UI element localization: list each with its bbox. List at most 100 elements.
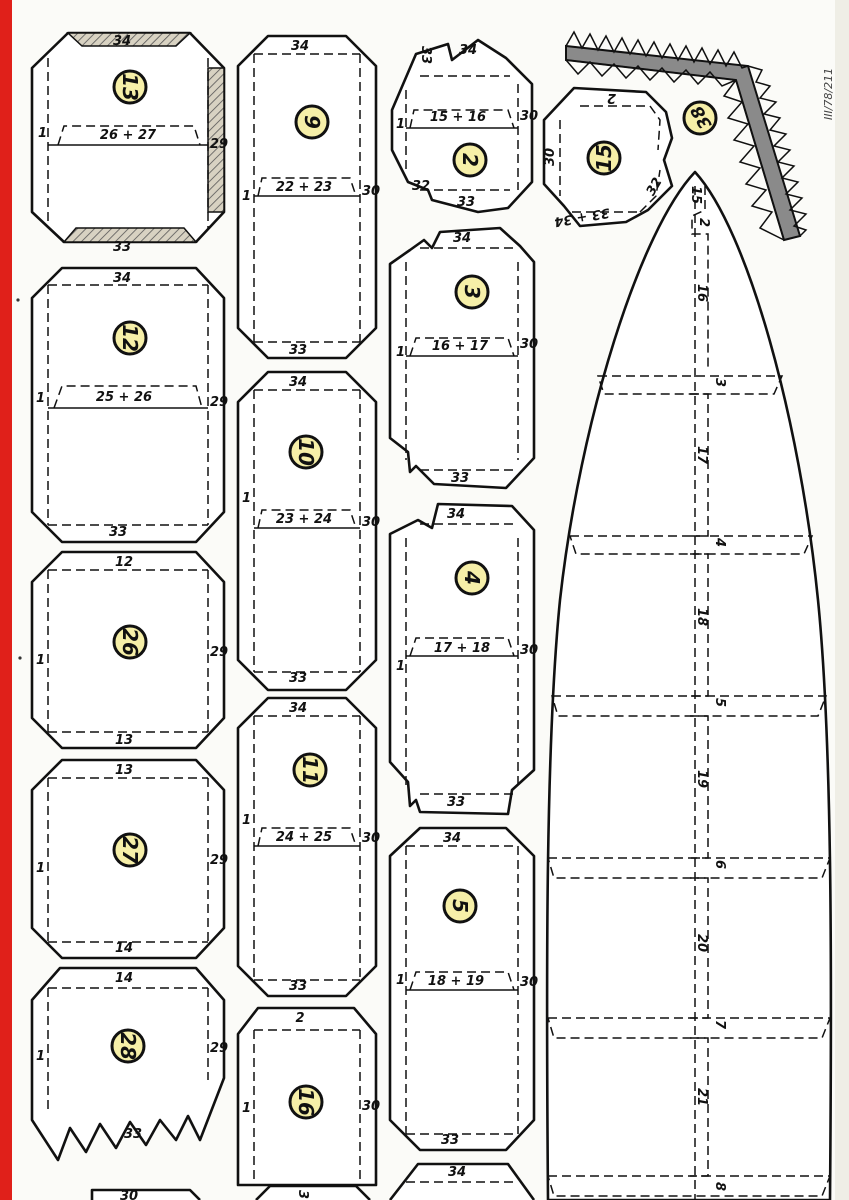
svg-text:29: 29 [210,645,228,660]
svg-text:34: 34 [443,831,461,846]
piece-12: 12 34 25 + 26 1 29 33 [30,266,228,544]
svg-text:30: 30 [520,975,538,990]
svg-text:33: 33 [457,195,475,210]
svg-text:24 + 25: 24 + 25 [276,830,332,845]
svg-text:8: 8 [712,1182,727,1191]
sheet-code: III/78/211 [822,68,835,120]
svg-text:30: 30 [362,831,380,846]
svg-text:1: 1 [396,973,405,988]
svg-text:9: 9 [300,115,324,129]
svg-text:14: 14 [115,941,133,956]
svg-text:29: 29 [210,853,228,868]
svg-text:1: 1 [36,391,45,406]
svg-text:2: 2 [696,218,711,227]
svg-text:30: 30 [520,109,538,124]
svg-text:26: 26 [118,628,142,656]
svg-text:2: 2 [607,90,616,105]
piece-3: 3 34 16 + 17 1 30 33 [388,226,538,490]
svg-text:34: 34 [448,1165,466,1180]
piece-9: 9 34 22 + 23 1 30 33 [236,34,380,360]
svg-text:14: 14 [115,971,133,986]
svg-text:1: 1 [396,345,405,360]
svg-text:33: 33 [113,240,131,255]
svg-text:33: 33 [418,46,433,64]
svg-text:4: 4 [712,537,727,547]
svg-text:33: 33 [447,795,465,810]
svg-text:1: 1 [242,491,251,506]
svg-text:4: 4 [460,570,484,585]
svg-text:25 + 26: 25 + 26 [96,390,152,405]
svg-text:30: 30 [520,643,538,658]
svg-text:3: 3 [295,1190,310,1199]
svg-text:21: 21 [694,1088,709,1106]
svg-text:34: 34 [113,34,131,49]
piece-15: 15 2 30 32 33 + 34 [542,86,674,229]
svg-text:1: 1 [242,1101,251,1116]
svg-text:12: 12 [118,324,142,352]
svg-text:15 + 16: 15 + 16 [430,110,486,125]
svg-text:20: 20 [694,934,709,952]
svg-text:1: 1 [36,1049,45,1064]
svg-text:1: 1 [38,126,47,141]
svg-text:34: 34 [113,271,131,286]
svg-text:33: 33 [289,343,307,358]
svg-text:13: 13 [115,733,133,748]
piece-5: 5 34 18 + 19 1 30 33 [388,826,538,1152]
svg-text:1: 1 [396,659,405,674]
svg-text:26 + 27: 26 + 27 [100,128,157,143]
svg-text:34: 34 [291,39,309,54]
margin-dot [18,656,22,660]
piece-10: 10 34 23 + 24 1 30 33 [236,370,380,692]
svg-text:16: 16 [294,1088,318,1116]
svg-text:30: 30 [543,148,558,166]
svg-text:13: 13 [118,73,142,101]
piece-28: 28 14 1 29 33 [30,966,228,1162]
svg-text:16 + 17: 16 + 17 [432,339,489,354]
svg-text:1: 1 [242,189,251,204]
svg-text:33: 33 [289,979,307,994]
red-edge [0,0,12,1200]
margin-dot [16,298,20,302]
svg-text:17: 17 [694,446,709,465]
svg-text:33: 33 [109,525,127,540]
svg-text:18: 18 [694,608,709,626]
piece-1-hull: 15 2 16 3 17 4 18 5 19 6 20 7 21 8 [545,170,833,1200]
svg-text:30: 30 [120,1189,138,1200]
svg-text:29: 29 [210,395,228,410]
piece-27: 27 13 1 29 14 [30,758,228,960]
svg-text:33: 33 [124,1127,142,1142]
svg-text:29: 29 [210,1041,228,1056]
svg-text:5: 5 [712,698,727,707]
svg-text:33: 33 [289,671,307,686]
svg-text:16: 16 [694,284,709,302]
svg-text:34: 34 [459,43,477,58]
svg-text:34: 34 [289,701,307,716]
svg-text:34: 34 [453,231,471,246]
piece-4: 4 34 17 + 18 1 30 33 [388,502,538,816]
svg-text:17 + 18: 17 + 18 [434,641,490,656]
svg-text:34: 34 [289,375,307,390]
svg-text:3: 3 [460,285,484,299]
right-page-edge [835,0,849,1200]
svg-text:18 + 19: 18 + 19 [428,974,484,989]
svg-text:15: 15 [688,186,703,204]
svg-text:33: 33 [451,471,469,486]
piece-11: 11 34 24 + 25 1 30 33 [236,696,380,998]
svg-text:33: 33 [441,1133,459,1148]
svg-text:30: 30 [362,515,380,530]
svg-text:10: 10 [294,438,318,466]
piece-38-badge: 38 [682,100,718,136]
svg-text:19: 19 [694,770,709,788]
svg-text:30: 30 [362,184,380,199]
svg-text:12: 12 [115,555,133,570]
svg-text:5: 5 [448,899,472,913]
piece-16: 16 2 1 30 [236,1006,380,1187]
svg-text:27: 27 [118,836,142,864]
svg-text:11: 11 [298,756,322,784]
svg-text:6: 6 [712,860,727,869]
piece-2: 2 33 34 15 + 16 1 30 32 33 [390,38,538,214]
svg-text:2: 2 [458,153,482,167]
svg-text:30: 30 [362,1099,380,1114]
bottom-partial-pieces: 30 3 34 [90,1162,536,1200]
